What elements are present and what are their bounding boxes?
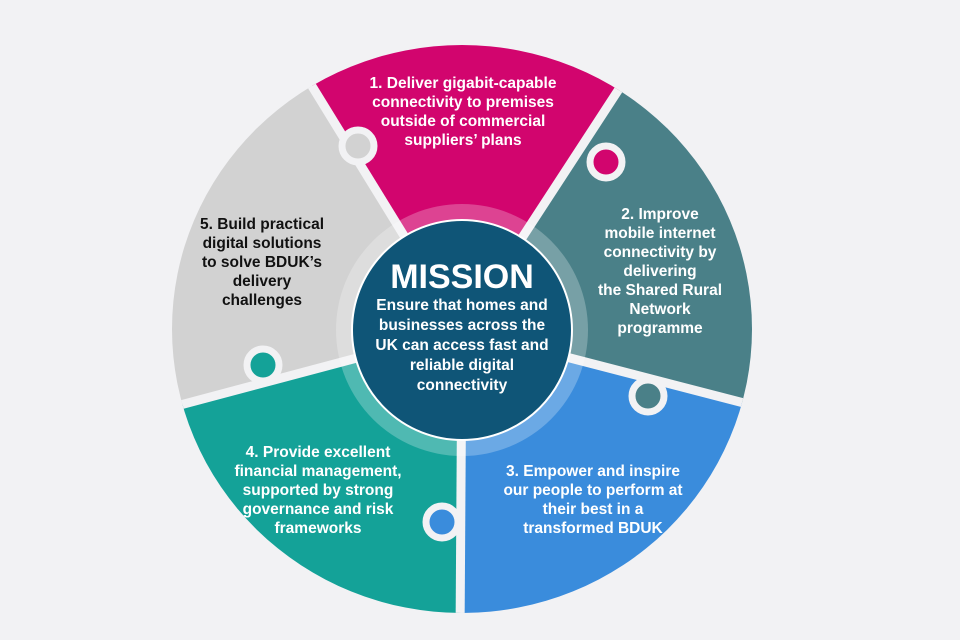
segment-1-pink (259, 45, 677, 330)
mission-circle (351, 219, 573, 441)
segment-2-teal (462, 45, 752, 459)
segment-5-text: 5. Build practical digital solutions to … (199, 216, 325, 309)
puzzle-knobs (243, 126, 668, 542)
segment-4-text: 4. Provide excellent financial managemen… (234, 444, 402, 537)
segment-4-green (172, 330, 462, 613)
segment-5-grey (172, 45, 462, 453)
mission-text: Ensure that homes and businesses across … (375, 297, 549, 394)
segment-2-text: 2. Improve mobile internet connectivity … (597, 206, 723, 337)
mission-title: MISSION (390, 258, 534, 296)
segment-3-text: 3. Empower and inspire our people to per… (503, 463, 683, 537)
segment-1-text: 1. Deliver gigabit-capable connectivity … (369, 75, 557, 149)
